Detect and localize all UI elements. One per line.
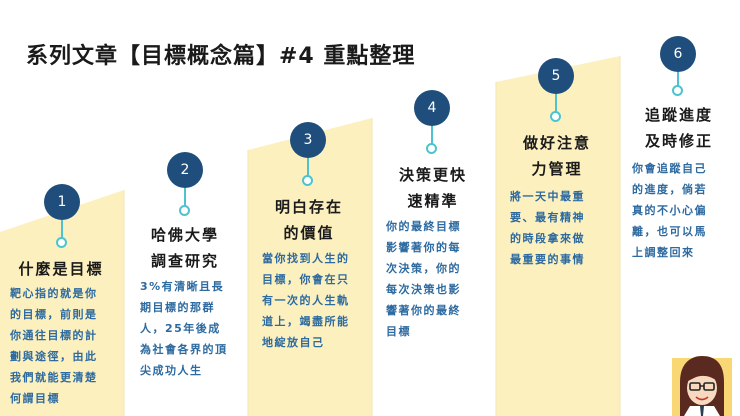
badge-connector (61, 220, 63, 238)
desc-line: 最重要的事情 (510, 253, 585, 266)
step-band-3 (248, 118, 372, 416)
desc-line: 上調整回來 (632, 246, 695, 259)
connector-ring-icon (302, 175, 313, 186)
desc-line: 3%有清晰且長 (140, 280, 225, 293)
connector-ring-icon (179, 205, 190, 216)
desc-line: 離，也可以馬 (632, 225, 707, 238)
badge-connector (677, 72, 679, 86)
connector-ring-icon (550, 111, 561, 122)
step-heading-line: 做好注意 (522, 134, 591, 152)
badge-connector (431, 126, 433, 144)
desc-line: 的時段拿來做 (510, 232, 585, 245)
step-heading: 追蹤進度 及時修正 (618, 102, 740, 154)
cartoon-avatar (672, 356, 732, 416)
step-description: 你會追蹤自己 的進度，倘若 真的不小心偏 離，也可以馬 上調整回來 (632, 158, 740, 263)
step-description: 當你找到人生的 目標，你會在只 有一次的人生軌 道上，竭盡所能 地綻放自己 (262, 248, 374, 353)
badge-connector (555, 94, 557, 112)
step-number-badge: 6 (660, 36, 696, 72)
step-heading-line: 追蹤進度 (644, 106, 713, 124)
step-heading: 決策更快 速精準 (372, 162, 494, 214)
step-heading-line: 力管理 (531, 160, 583, 178)
avatar-tie (700, 406, 704, 416)
badge-connector (307, 158, 309, 176)
step-heading: 哈佛大學 調查研究 (124, 222, 246, 274)
step-description: 3%有清晰且長 期目標的那群 人，25年後成 為社會各界的頂 尖成功人生 (140, 276, 252, 381)
connector-ring-icon (426, 143, 437, 154)
desc-line: 目標 (386, 325, 411, 338)
desc-line: 期目標的那群 (140, 301, 215, 314)
step-band-2 (124, 150, 248, 416)
page-title: 系列文章【目標概念篇】#4 重點整理 (26, 44, 416, 69)
step-heading-line: 調查研究 (150, 252, 219, 270)
desc-line: 將一天中最重 (510, 190, 585, 203)
avatar-bangs (686, 366, 718, 382)
desc-line: 何謂目標 (10, 392, 60, 405)
step-description: 靶心指的就是你 的目標，前則是 你通往目標的計 劃與途徑，由此 我們就能更清楚 … (10, 283, 122, 409)
desc-line: 靶心指的就是你 (10, 287, 98, 300)
desc-line: 的目標，前則是 (10, 308, 98, 321)
desc-line: 的進度，倘若 (632, 183, 707, 196)
desc-line: 我們就能更清楚 (10, 371, 98, 384)
desc-line: 真的不小心偏 (632, 204, 707, 217)
desc-line: 你會追蹤自己 (632, 162, 707, 175)
step-band-1 (0, 190, 124, 416)
step-band-5 (496, 56, 620, 416)
step-heading: 什麼是目標 (0, 256, 122, 282)
desc-line: 劃與途徑，由此 (10, 350, 98, 363)
desc-line: 影響著你的每 (386, 241, 461, 254)
desc-line: 地綻放自己 (262, 336, 325, 349)
step-heading: 明白存在 的價值 (248, 194, 370, 246)
desc-line: 響著你的最終 (386, 304, 461, 317)
avatar-face (687, 371, 717, 405)
step-band-6 (620, 30, 740, 416)
step-number-badge: 2 (167, 152, 203, 188)
connector-ring-icon (56, 237, 67, 248)
desc-line: 要、最有精神 (510, 211, 585, 224)
desc-line: 你通往目標的計 (10, 329, 98, 342)
desc-line: 尖成功人生 (140, 364, 203, 377)
step-description: 你的最終目標 影響著你的每 次決策，你的 每次決策也影 響著你的最終 目標 (386, 216, 498, 342)
desc-line: 當你找到人生的 (262, 252, 350, 265)
desc-line: 每次決策也影 (386, 283, 461, 296)
step-heading-line: 明白存在 (274, 198, 343, 216)
desc-line: 次決策，你的 (386, 262, 461, 275)
desc-line: 道上，竭盡所能 (262, 315, 350, 328)
connector-ring-icon (672, 85, 683, 96)
step-heading: 做好注意 力管理 (496, 130, 618, 182)
step-heading-line: 哈佛大學 (150, 226, 219, 244)
step-heading-line: 決策更快 (398, 166, 467, 184)
step-number-badge: 1 (44, 184, 80, 220)
desc-line: 你的最終目標 (386, 220, 461, 233)
desc-line: 目標，你會在只 (262, 273, 350, 286)
step-heading-line: 的價值 (283, 224, 335, 242)
desc-line: 人，25年後成 (140, 322, 221, 335)
step-heading-line: 及時修正 (644, 132, 713, 150)
step-number-badge: 3 (290, 122, 326, 158)
desc-line: 為社會各界的頂 (140, 343, 228, 356)
step-number-badge: 5 (538, 58, 574, 94)
badge-connector (184, 188, 186, 206)
step-heading-line: 速精準 (407, 192, 459, 210)
step-heading-line: 什麼是目標 (18, 260, 104, 278)
step-band-4 (372, 82, 496, 416)
step-number-badge: 4 (414, 90, 450, 126)
desc-line: 有一次的人生軌 (262, 294, 350, 307)
step-description: 將一天中最重 要、最有精神 的時段拿來做 最重要的事情 (510, 186, 622, 270)
avatar-smile (695, 396, 709, 401)
